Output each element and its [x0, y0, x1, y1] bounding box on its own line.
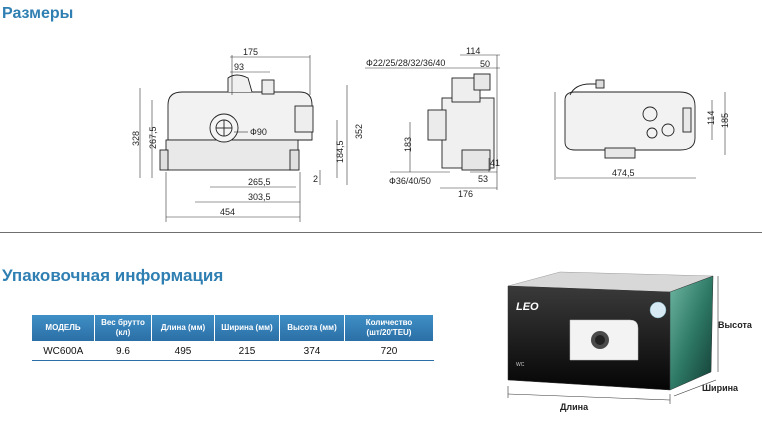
box-brand: LEO [516, 301, 539, 313]
side-dim-53: 53 [478, 174, 488, 184]
top-dim-114: 114 [706, 111, 716, 125]
cell-model: WC600A [32, 341, 95, 361]
side-outlet-label: Ф36/40/50 [389, 176, 431, 186]
col-length: Длина (мм) [151, 315, 215, 341]
cell-length: 495 [151, 341, 215, 361]
box-height-label: Высота [718, 320, 752, 330]
top-view-drawing [554, 79, 726, 180]
col-weight: Вес брутто (кл) [94, 315, 152, 341]
packaging-table: МОДЕЛЬ Вес брутто (кл) Длина (мм) Ширина… [32, 315, 434, 361]
front-outlet-label: Ф90 [250, 127, 267, 137]
dimensions-title: Размеры [2, 5, 74, 22]
cell-height: 374 [279, 341, 345, 361]
table-row: WC600A 9.6 495 215 374 720 [32, 341, 434, 361]
front-dim-93: 93 [234, 62, 244, 72]
side-dim-176: 176 [458, 189, 473, 199]
side-dim-114: 114 [466, 46, 480, 56]
side-inlet-label: Ф22/25/28/32/36/40 [366, 58, 445, 68]
front-view-drawing [139, 55, 348, 222]
front-dim-2: 2 [313, 174, 318, 184]
product-box-illustration: LEO WC [507, 271, 719, 404]
box-length-label: Длина [560, 402, 589, 412]
side-dim-50: 50 [480, 59, 490, 69]
table-header-row: МОДЕЛЬ Вес брутто (кл) Длина (мм) Ширина… [32, 315, 434, 341]
col-model: МОДЕЛЬ [32, 315, 95, 341]
front-dim-265-5: 265,5 [248, 177, 271, 187]
col-quantity: Количество (шт/20'TEU) [344, 315, 434, 341]
front-dim-303-5: 303,5 [248, 192, 271, 202]
front-dim-352: 352 [354, 124, 364, 139]
box-width-label: Ширина [702, 383, 739, 393]
cell-width: 215 [214, 341, 280, 361]
front-dim-184-5: 184,5 [335, 140, 345, 163]
front-dim-175: 175 [243, 47, 258, 57]
col-width: Ширина (мм) [214, 315, 280, 341]
box-model-tag: WC [516, 362, 525, 368]
dimension-drawings: 175 93 328 267,5 352 184,5 2 265,5 303,5… [131, 46, 730, 222]
side-dim-183: 183 [403, 137, 413, 152]
side-dim-41: 41 [490, 158, 500, 168]
section-divider [0, 232, 762, 233]
cell-weight: 9.6 [94, 341, 152, 361]
col-height: Высота (мм) [279, 315, 345, 341]
front-dim-454: 454 [220, 207, 235, 217]
top-dim-185: 185 [720, 113, 730, 128]
front-dim-328: 328 [131, 131, 141, 146]
cell-quantity: 720 [344, 341, 434, 361]
packaging-title: Упаковочная информация [2, 266, 224, 285]
top-dim-474-5: 474,5 [612, 168, 635, 178]
front-dim-267-5: 267,5 [148, 126, 158, 149]
side-view-drawing [365, 54, 500, 190]
